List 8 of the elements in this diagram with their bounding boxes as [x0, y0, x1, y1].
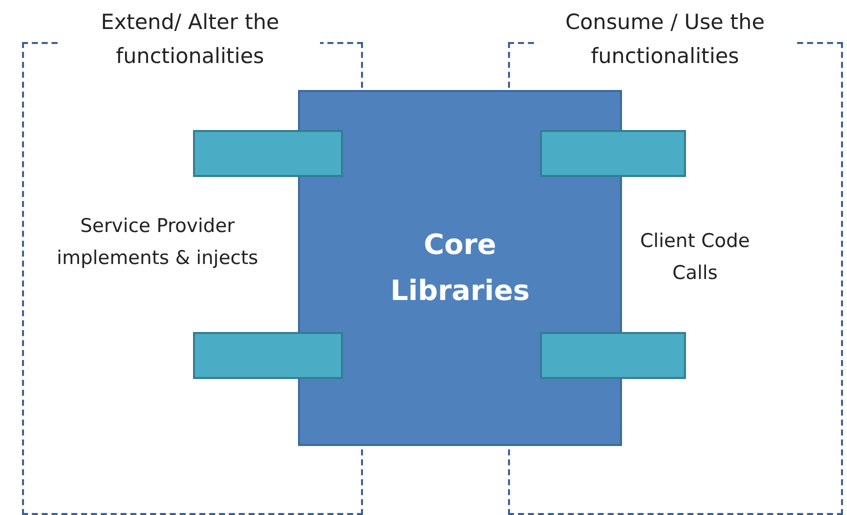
port-box	[540, 130, 686, 177]
port-box	[540, 332, 686, 379]
group-label: Client Code Calls	[639, 229, 751, 286]
group-label: Service Provider implements & injects	[56, 214, 260, 271]
port-box	[193, 130, 343, 177]
component-label: Core Libraries	[389, 227, 531, 309]
port-box	[193, 332, 343, 379]
component-box	[298, 90, 622, 446]
